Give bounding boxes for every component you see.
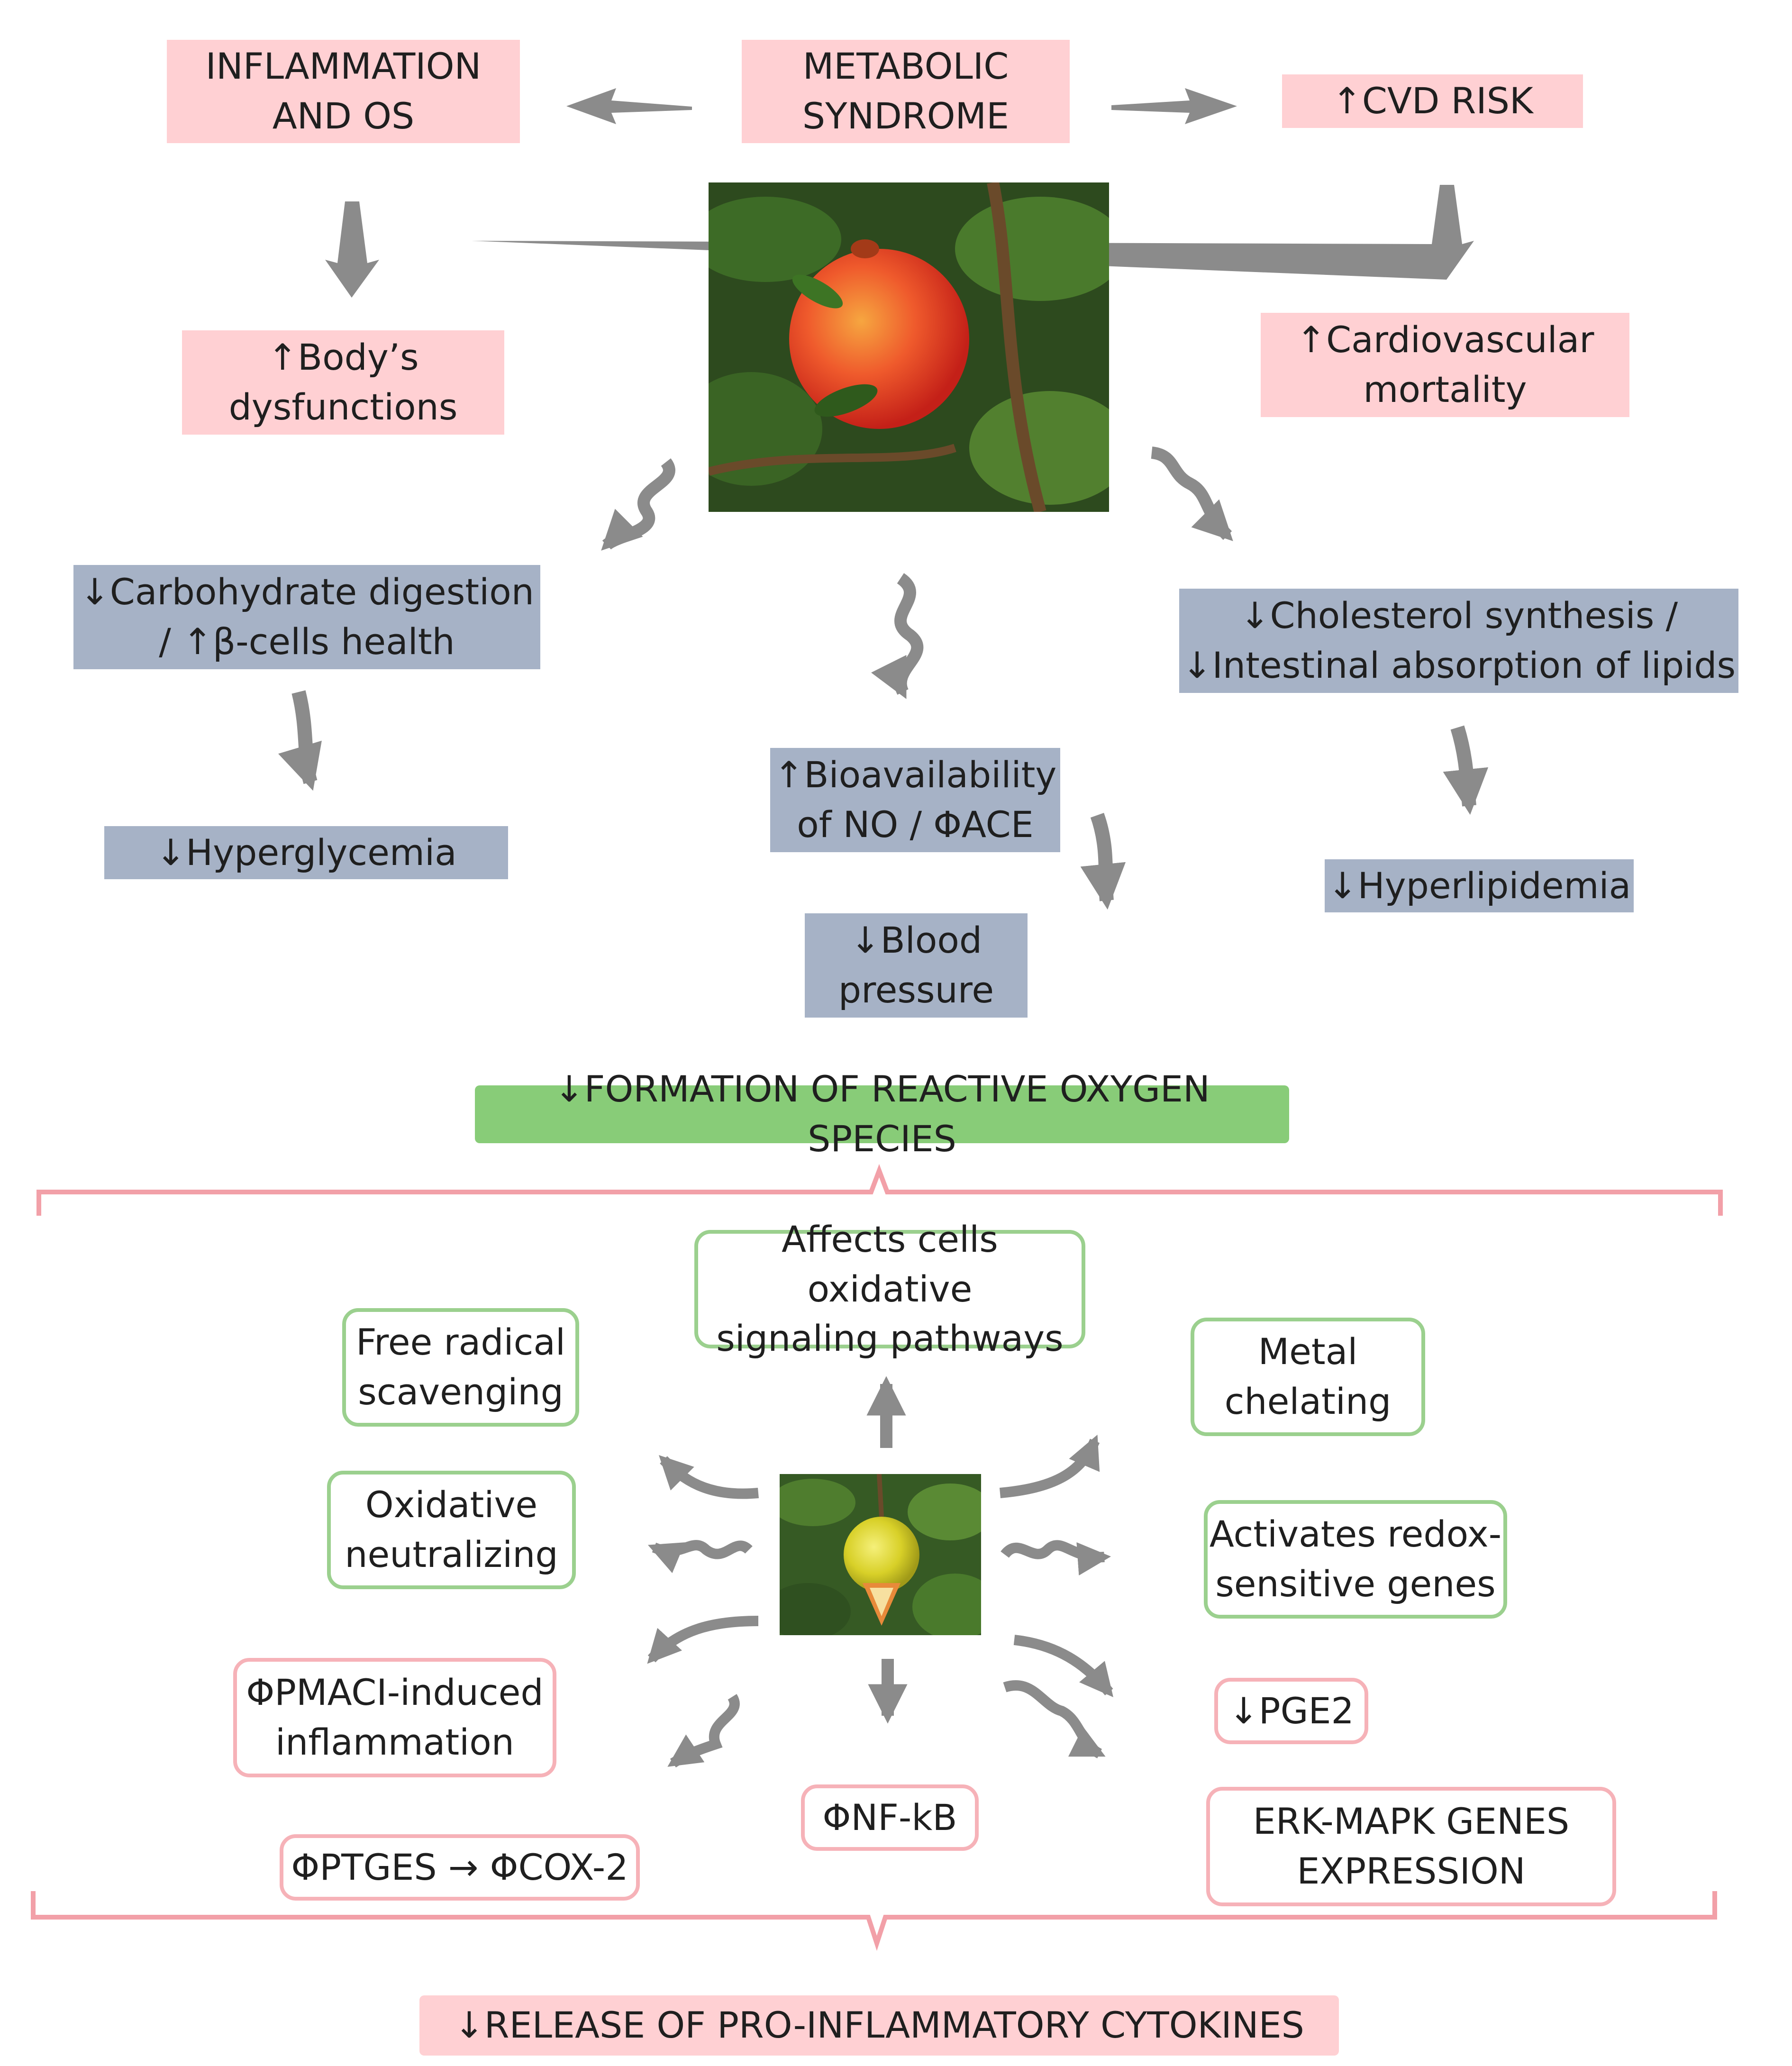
erk-mapk-box: ERK-MAPK GENES EXPRESSION	[1206, 1787, 1616, 1906]
arrow-to-pmaci	[647, 1616, 759, 1664]
oxidative-neutralizing-box: Oxidative neutralizing	[327, 1471, 576, 1589]
cvd-risk-box: ↑CVD RISK	[1282, 74, 1583, 128]
arrow-bioavail-to-bp	[1080, 812, 1126, 910]
pomegranate-flower-illustration	[780, 1474, 981, 1635]
arrow-cvd-to-mortality	[472, 185, 1474, 280]
cytokines-banner: ↓RELEASE OF PRO-INFLAMMATORY CYTOKINES	[419, 1995, 1339, 2056]
inflammation-os-box: INFLAMMATION AND OS	[167, 40, 520, 143]
wavy-arrow-left	[601, 458, 675, 551]
arrow-to-ptges	[667, 1694, 740, 1768]
upper-bracket	[36, 1164, 1723, 1216]
wavy-arrow-center	[871, 573, 924, 699]
arrow-cholesterol-to-hyperlipidemia	[1443, 725, 1489, 815]
ros-banner: ↓FORMATION OF REACTIVE OXYGEN SPECIES	[475, 1068, 1289, 1160]
lower-bracket	[31, 1891, 1717, 1951]
blood-pressure-box: ↓Blood pressure	[805, 913, 1028, 1018]
ptges-box: ΦPTGES → ΦCOX-2	[280, 1834, 640, 1901]
arrow-to-metal	[1000, 1435, 1100, 1498]
cholesterol-box: ↓Cholesterol synthesis / ↓Intestinal abs…	[1179, 589, 1738, 693]
arrow-to-pge2	[1013, 1635, 1114, 1697]
arrow-to-oxidative	[647, 1540, 753, 1574]
arrow-to-erk	[1003, 1680, 1106, 1758]
hyperlipidemia-box: ↓Hyperlipidemia	[1325, 859, 1634, 912]
affects-cells-box: Affects cells oxidative signaling pathwa…	[694, 1218, 1085, 1359]
metabolic-syndrome-box: METABOLIC SYNDROME	[742, 40, 1070, 143]
hyperglycemia-box: ↓Hyperglycemia	[104, 826, 508, 879]
wavy-arrow-right	[1150, 446, 1233, 541]
metal-chelating-box: Metal chelating	[1191, 1318, 1425, 1436]
carbohydrate-box: ↓Carbohydrate digestion / ↑β-cells healt…	[73, 565, 540, 669]
arrow-to-free-radical	[659, 1455, 759, 1499]
cardiovascular-mortality-box: ↑Cardiovascular mortality	[1261, 313, 1629, 417]
arrow-carb-to-hyperglycemia	[278, 690, 322, 791]
free-radical-box: Free radical scavenging	[342, 1308, 579, 1427]
nfkb-box: ΦNF-kB	[801, 1784, 979, 1851]
arrow-to-redox	[1001, 1540, 1111, 1576]
activates-redox-box: Activates redox- sensitive genes	[1204, 1500, 1507, 1619]
pge2-box: ↓PGE2	[1214, 1678, 1368, 1744]
pmaci-box: ΦPMACI-induced inflammation	[233, 1658, 556, 1777]
pomegranate-flower-photo	[780, 1474, 981, 1635]
pomegranate-photo	[709, 182, 1109, 512]
arrow-metabolic-to-inflammation	[566, 88, 692, 124]
body-dysfunctions-box: ↑Body’s dysfunctions	[182, 330, 504, 435]
pomegranate-illustration	[709, 182, 1109, 512]
bioavailability-box: ↑Bioavailability of NO / ΦACE	[770, 748, 1060, 852]
arrow-inflammation-to-body	[325, 201, 379, 298]
arrow-metabolic-to-cvd	[1111, 88, 1237, 124]
